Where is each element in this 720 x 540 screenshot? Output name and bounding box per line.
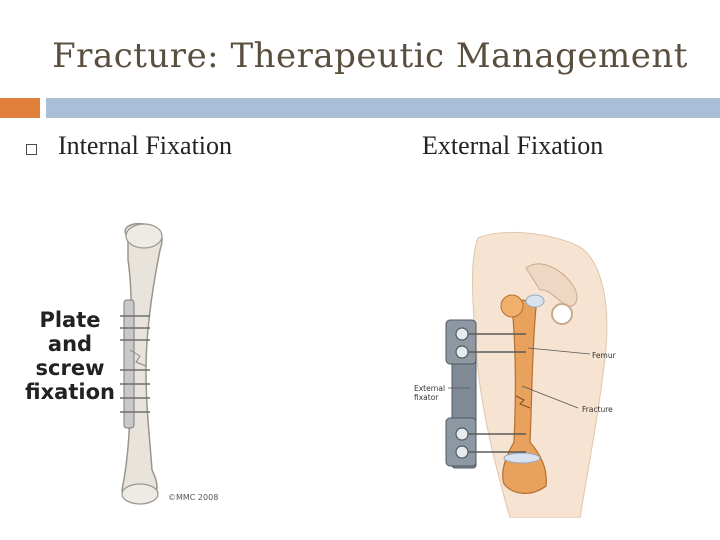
plate-label-line3: screw — [35, 356, 105, 380]
accent-bar-orange — [0, 98, 40, 118]
fracture-label: Fracture — [582, 405, 613, 414]
external-fixator-illustration — [445, 231, 608, 518]
slide-title: Fracture: Therapeutic Management — [52, 36, 688, 76]
fixator-label-line1: External — [414, 384, 446, 393]
bullet-square-icon — [26, 144, 37, 155]
fixator-label: External fixator — [414, 384, 445, 402]
accent-bar-blue — [46, 98, 720, 118]
plate-label-line2: and — [47, 332, 93, 356]
heading-external-fixation: External Fixation — [422, 131, 604, 160]
image-credit: ©MMC 2008 — [168, 493, 219, 502]
plate-label-line4: fixation — [25, 380, 115, 404]
plate-screw-illustration — [120, 222, 163, 505]
femur-label: Femur — [592, 351, 616, 360]
plate-label-line1: Plate — [39, 308, 101, 332]
bullet-internal-fixation: Internal Fixation — [58, 131, 233, 160]
plate-screw-label: Plate and screw fixation — [22, 308, 118, 404]
fixator-label-line2: fixator — [414, 393, 439, 402]
